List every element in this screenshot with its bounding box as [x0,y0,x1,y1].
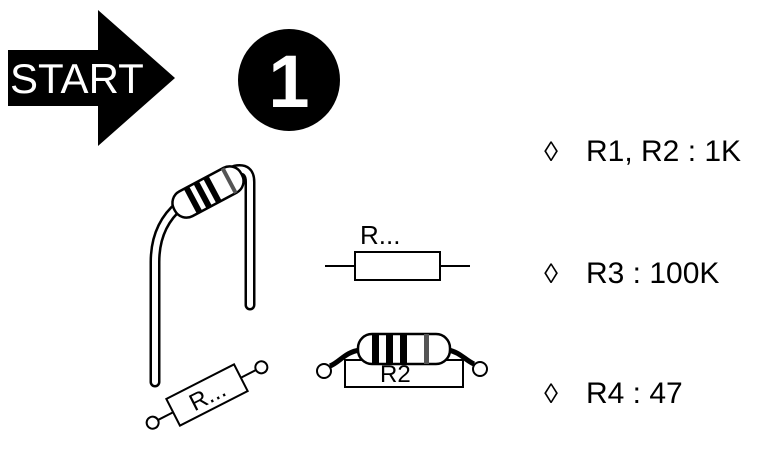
board-label: R2 [380,361,411,388]
schematic-label: R... [360,220,400,250]
start-arrow: START [8,10,175,146]
step-number: 1 [268,40,309,123]
diamond-bullet-icon: ◊ [544,258,558,289]
spec-item-r1-r2: ◊ R1, R2 : 1K [538,132,741,172]
resistor-schematic-symbol: R... [325,220,470,281]
diamond-bullet-icon: ◊ [544,136,558,167]
step-badge: 1 [238,29,340,131]
spec-item-r4: ◊ R4 : 47 [538,374,683,414]
spec-label: R4 : 47 [586,377,683,410]
spec-label: R3 : 100K [586,257,720,290]
spec-label: R1, R2 : 1K [586,135,742,168]
mounted-resistor-illustration: R2 [316,332,488,388]
diamond-bullet-icon: ◊ [544,378,558,409]
start-label: START [10,55,144,102]
resistor-component-illustration [149,164,256,388]
spec-item-r3: ◊ R3 : 100K [538,254,719,294]
